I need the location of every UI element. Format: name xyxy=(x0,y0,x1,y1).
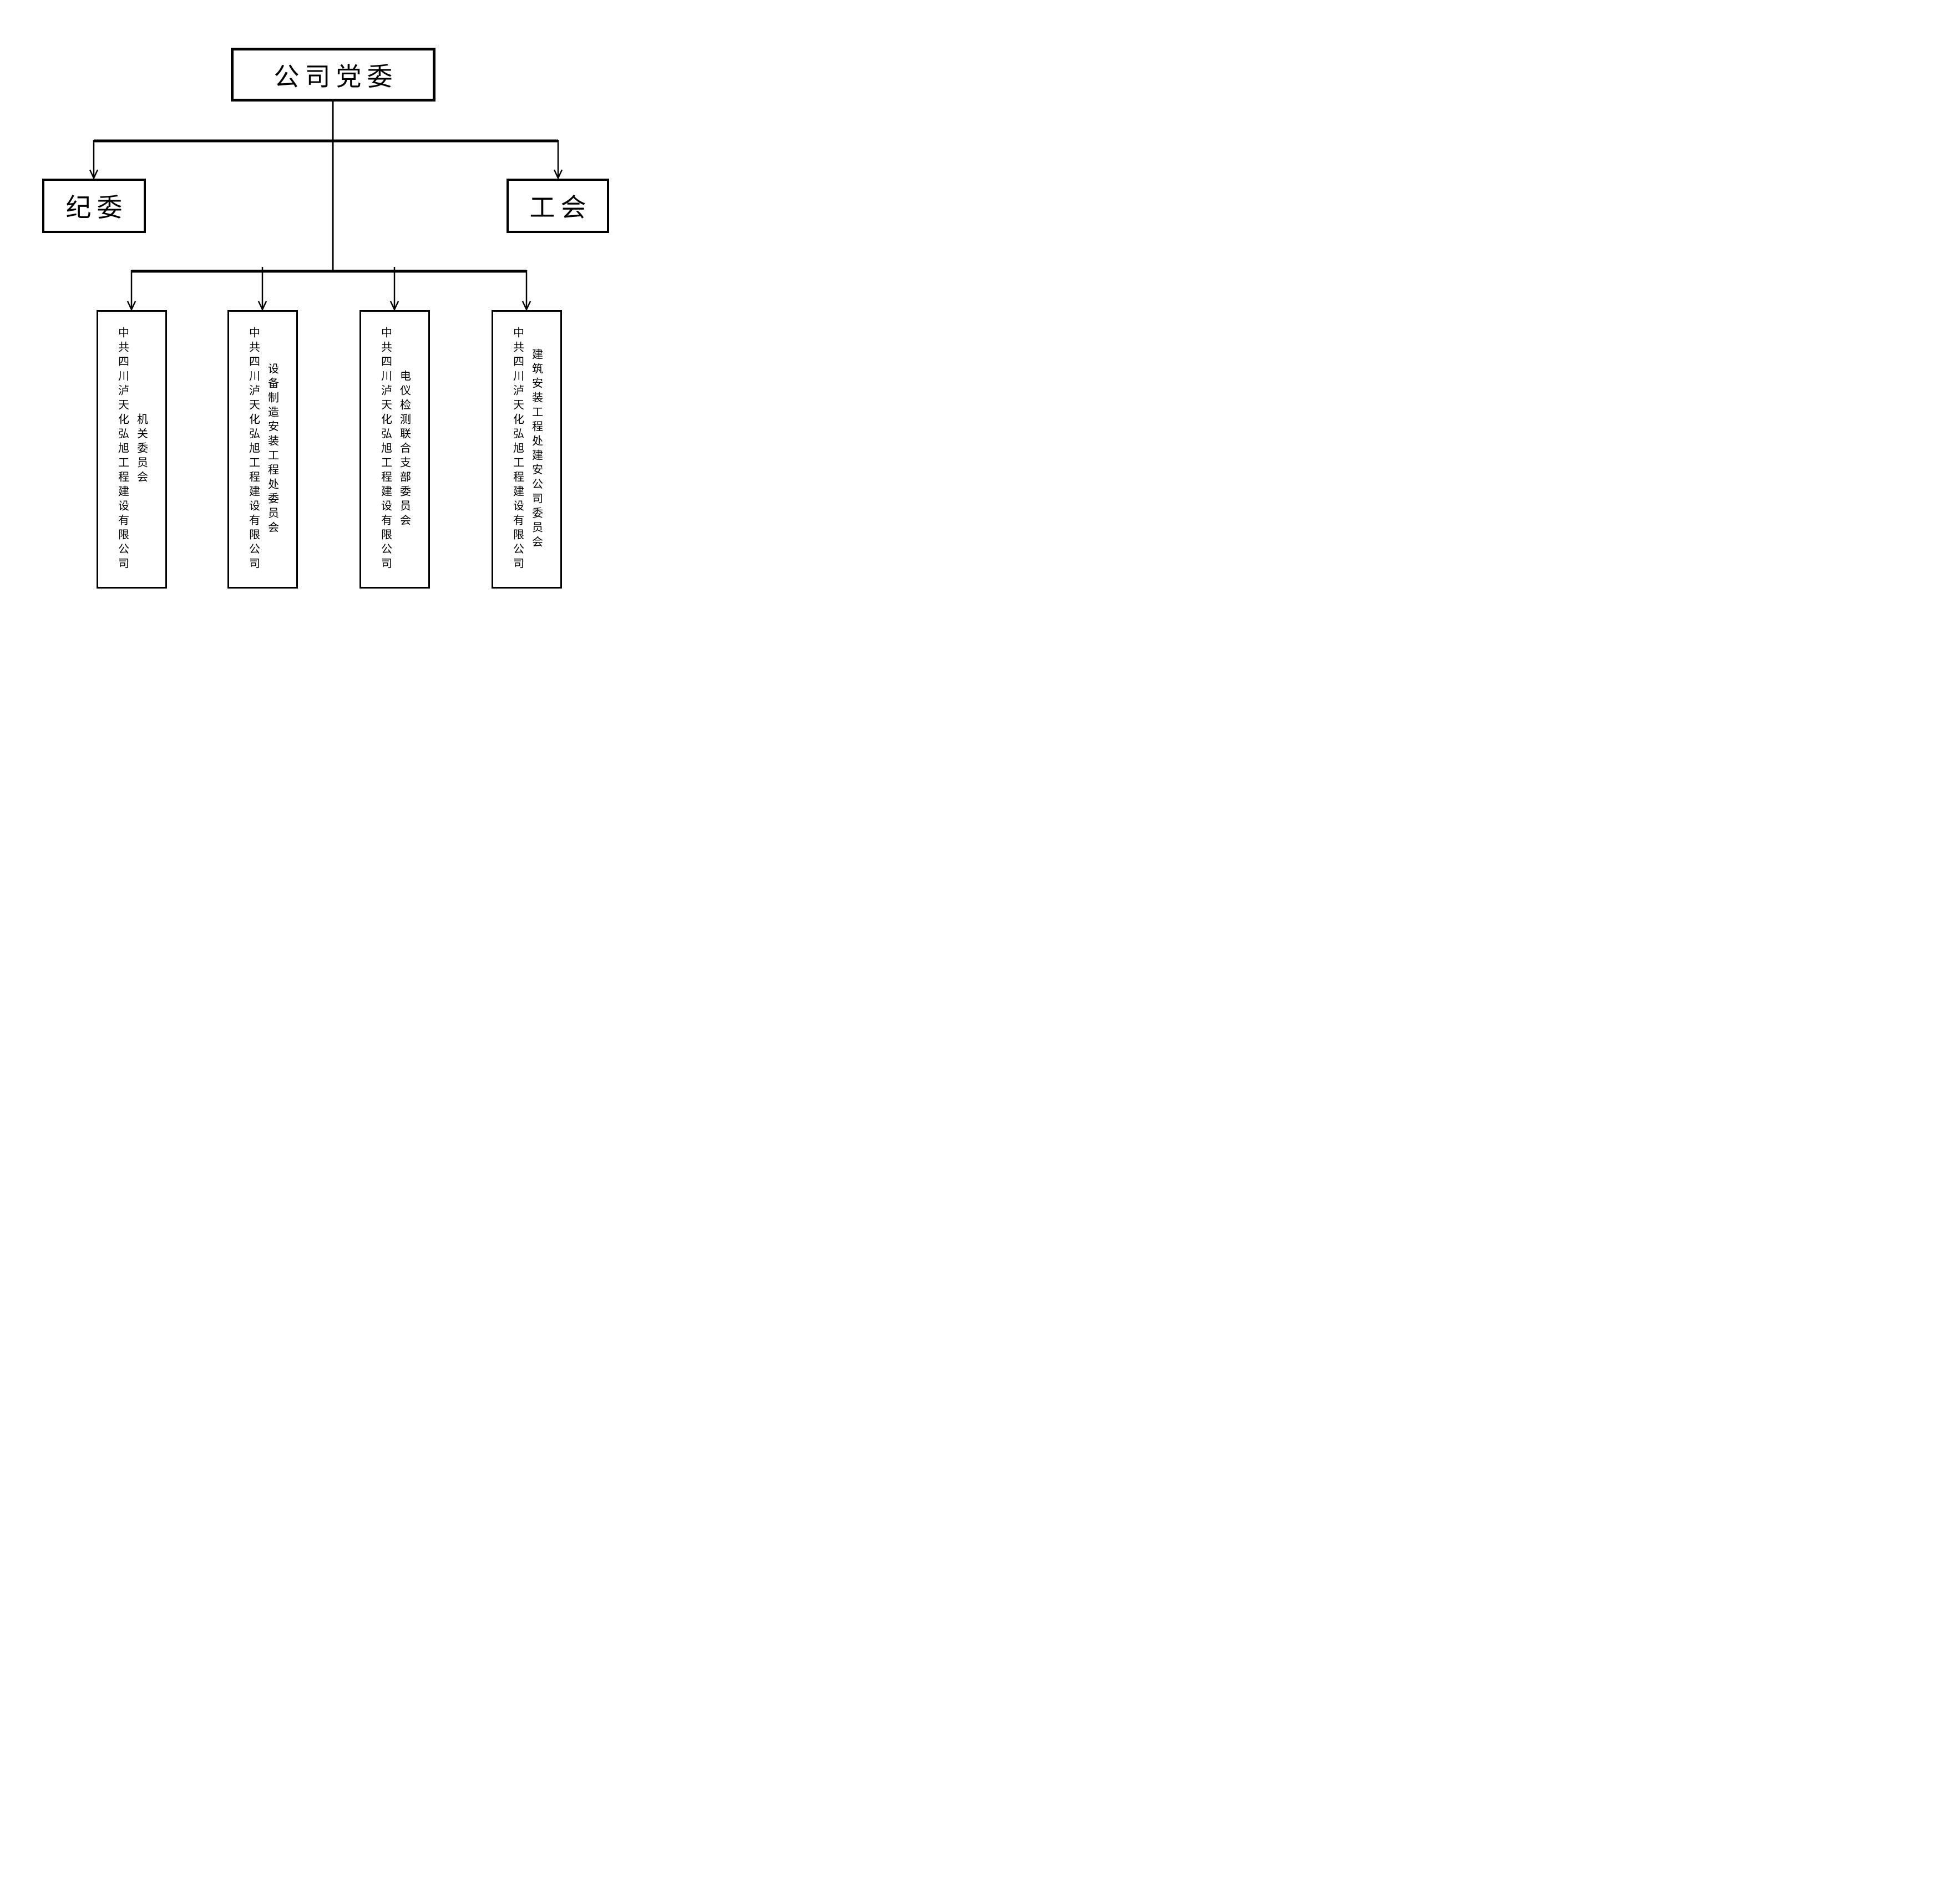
node-committee-equipment-manufacturing-installation: 中共四川泸天化弘旭工程建设有限公司 设备制造安装工程处委员会 xyxy=(227,310,298,589)
committee-name-line2: 机关委员会 xyxy=(135,413,148,485)
committee-name-line2: 建筑安装工程处建安公司委员会 xyxy=(530,348,543,550)
arrow-to-committee-2 xyxy=(257,301,267,311)
node-committee-organ: 中共四川泸天化弘旭工程建设有限公司 机关委员会 xyxy=(97,310,167,589)
node-labor-union: 工会 xyxy=(507,179,609,233)
arrow-to-committee-3 xyxy=(389,301,399,311)
arrow-to-committee-1 xyxy=(126,301,136,311)
node-label: 纪委 xyxy=(65,194,128,222)
committee-name-line2: 电仪检测联合支部委员会 xyxy=(398,370,411,529)
arrow-to-union xyxy=(553,169,563,180)
node-label: 工会 xyxy=(529,194,592,222)
committee-name-line1: 中共四川泸天化弘旭工程建设有限公司 xyxy=(247,327,260,572)
committee-name-line2: 设备制造安装工程处委员会 xyxy=(266,363,278,536)
node-committee-electrical-instrument-testing: 中共四川泸天化弘旭工程建设有限公司 电仪检测联合支部委员会 xyxy=(359,310,430,589)
committee-name-line1: 中共四川泸天化弘旭工程建设有限公司 xyxy=(379,327,392,572)
node-discipline-inspection-committee: 纪委 xyxy=(42,179,146,233)
org-chart: 公司党委 纪委 工会 中共四川泸天化弘旭工程建设有限公司 机关委员会 中共四川泸… xyxy=(0,0,654,627)
node-label: 公司党委 xyxy=(274,62,398,91)
arrow-to-committee-4 xyxy=(521,301,531,311)
node-committee-construction-installation: 中共四川泸天化弘旭工程建设有限公司 建筑安装工程处建安公司委员会 xyxy=(492,310,562,589)
arrow-to-discipline xyxy=(89,169,99,180)
connector-lines xyxy=(89,102,563,311)
node-company-party-committee: 公司党委 xyxy=(231,48,435,102)
committee-name-line1: 中共四川泸天化弘旭工程建设有限公司 xyxy=(116,327,129,572)
committee-name-line1: 中共四川泸天化弘旭工程建设有限公司 xyxy=(511,327,524,572)
